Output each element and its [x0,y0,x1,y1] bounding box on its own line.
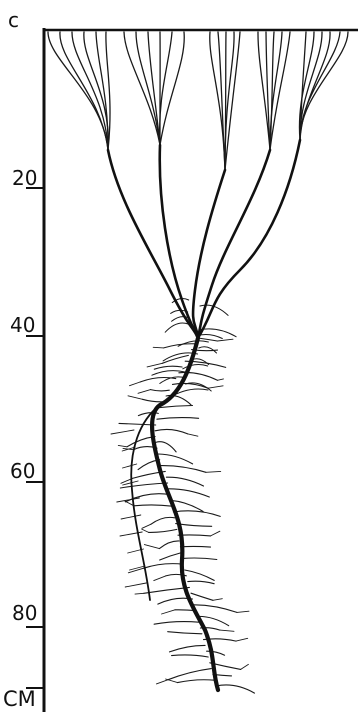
lateral-rootlet-fork [166,679,178,683]
lateral-rootlet-fork [142,529,149,532]
lateral-rootlet-fork [135,593,144,594]
lateral-rootlet [166,477,203,486]
lateral-rootlet [180,546,210,547]
lateral-rootlet [168,669,211,680]
lateral-rootlet-fork [128,396,143,400]
lateral-rootlet-fork [144,545,159,549]
lateral-rootlet [149,529,177,532]
lateral-rootlet-fork [237,611,249,612]
axis-top-label: c [8,8,19,32]
lateral-rootlet [188,581,214,584]
lateral-rootlet-fork [187,434,198,436]
lateral-rootlet [143,564,183,569]
lateral-rootlet [144,587,190,593]
lateral-rootlet-fork [206,471,221,472]
cluster-rootlet [160,32,172,145]
tick-label-20: 20 [12,166,37,190]
lateral-rootlet-fork [211,531,220,536]
lateral-rootlet [168,632,202,634]
tick-label-60: 60 [10,459,35,483]
lateral-rootlet-fork [147,363,162,367]
lateral-rootlet [185,570,215,580]
lateral-rootlet [169,489,210,497]
cluster-rootlet [124,32,160,145]
lateral-rootlet-fork [138,390,151,394]
secondary-rootlet [117,498,140,502]
lateral-rootlet [143,399,163,402]
lateral-rootlet [134,505,172,506]
secondary-rootlet [121,515,141,519]
lateral-rootlet [158,454,192,464]
cluster-rootlet [300,32,322,140]
lateral-rootlet-fork [236,638,248,641]
lateral-rootlet-fork [142,524,151,528]
secondary-rootlet [130,566,145,570]
lateral-rootlet [155,429,187,433]
lateral-rootlet [154,366,182,369]
cluster-rootlet [48,32,108,150]
lateral-rootlet-fork [128,568,143,573]
merge-zone-rootlet [199,329,236,337]
lateral-rootlet [172,655,209,657]
lateral-rootlet-fork [213,599,222,601]
lateral-rootlet [191,593,213,600]
lateral-rootlet [194,605,237,613]
lateral-rootlet [159,541,179,549]
lateral-rootlet-fork [154,576,166,581]
lateral-rootlet [161,466,206,473]
cluster-rootlet [258,32,270,150]
descending-root-strand [193,170,225,338]
lateral-rootlet [183,558,217,560]
lateral-rootlet [151,390,170,391]
tick-label-40: 40 [10,313,35,337]
descending-root-strand [198,140,300,338]
cluster-rootlet [72,32,108,150]
lateral-rootlet-fork [220,630,234,631]
cluster-rootlet [148,32,160,145]
lateral-rootlet-fork [153,347,164,348]
lateral-rootlet-fork [156,680,168,684]
lateral-rootlet [216,685,255,693]
lateral-rootlet-fork [130,382,141,386]
lateral-rootlet-fork [208,386,223,388]
lateral-rootlet [151,517,175,524]
lateral-rootlet [156,442,176,452]
cluster-rootlet [210,32,225,170]
lateral-rootlet [160,553,182,560]
upper-root-clusters [48,32,348,170]
lateral-rootlet [160,406,193,408]
cluster-rootlet [300,32,348,140]
lateral-rootlet-fork [217,339,233,341]
secondary-rootlet [123,464,137,468]
lateral-rootlet-fork [162,610,176,614]
secondary-rootlet [111,430,134,434]
lateral-rootlet [170,645,206,652]
lateral-rootlet-fork [241,664,249,669]
main-root-strands [108,140,300,690]
axis-unit-label: CM [3,687,36,711]
merge-zone-rootlet [165,323,188,332]
lateral-rootlet [127,437,155,447]
lateral-rootlet [157,418,199,420]
depth-ticks: 20 40 60 80 [10,166,44,627]
lateral-rootlet-fork [118,445,127,446]
secondary-rootlet [125,583,146,587]
lateral-rootlet [173,511,220,517]
tick-label-80: 80 [12,601,37,625]
lateral-rootlet [154,622,199,625]
lateral-rootlet [178,680,215,683]
lateral-rootlet-fork [217,379,223,380]
